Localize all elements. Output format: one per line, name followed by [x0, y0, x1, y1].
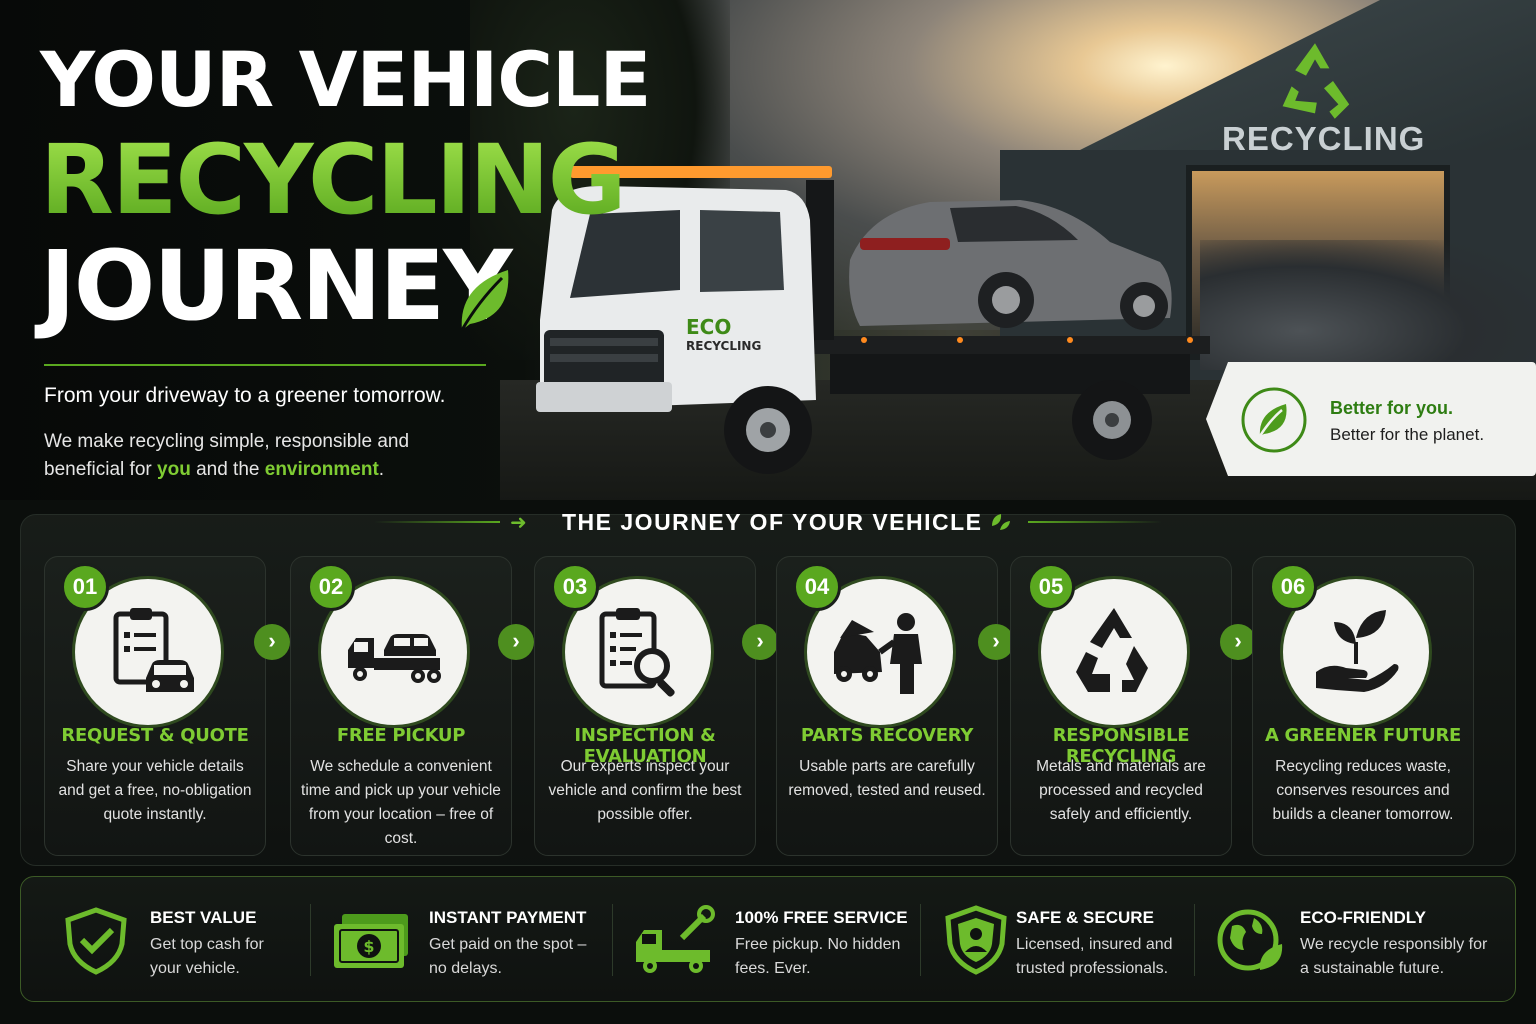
headline-line-1: YOUR VEHICLE [40, 35, 651, 124]
journey-step-6: 06 A GREENER FUTURE Recycling reduces wa… [1252, 556, 1474, 856]
svg-text:$: $ [363, 937, 374, 956]
main-headline: YOUR VEHICLE RECYCLING JOURNEY [40, 35, 651, 342]
benefit-safe-secure: SAFE & SECURE Licensed, insured and trus… [940, 876, 1190, 1002]
step-title: INSPECTION & EVALUATION [574, 725, 716, 767]
plant-hand-icon [1316, 610, 1399, 692]
benefit-eco-friendly: ECO-FRIENDLY We recycle responsibly for … [1214, 876, 1504, 1002]
headline-line-2: RECYCLING [40, 132, 650, 228]
recycle-icon [1282, 43, 1350, 119]
tow-truck-icon [348, 634, 441, 683]
better-line-2: Better for the planet. [1330, 425, 1485, 444]
highlight-you: you [157, 459, 191, 480]
benefit-title: INSTANT PAYMENT [429, 908, 587, 927]
step-description: Share your vehicle details and get a fre… [58, 758, 252, 823]
hero-banner: RECYCLING ECO RECYCLING YOUR VEHICLE REC… [0, 0, 1536, 500]
benefit-title: BEST VALUE [150, 908, 257, 927]
step-number: 06 [1269, 563, 1317, 611]
cash-icon: $ [334, 914, 408, 968]
step-number: 01 [61, 563, 109, 611]
benefit-title: SAFE & SECURE [1016, 908, 1154, 927]
journey-heading: ➜ THE JOURNEY OF YOUR VEHICLE [0, 506, 1536, 536]
benefit-title: ECO-FRIENDLY [1300, 908, 1426, 927]
journey-step-5: 05 RESPONSIBLE RECYCLING Metals and mate… [1010, 556, 1232, 856]
leaves-icon [992, 514, 1010, 530]
arrow-right-icon: ➜ [510, 512, 527, 534]
shield-check-icon [65, 907, 127, 975]
step-title: A GREENER FUTURE [1264, 725, 1462, 746]
benefit-text: Get top cash for your vehicle. [150, 936, 264, 977]
chevron-right-icon: › [742, 624, 778, 660]
step-description: We schedule a convenient time and pick u… [301, 758, 501, 847]
benefit-free-service: 100% FREE SERVICE Free pickup. No hidden… [634, 876, 914, 1002]
benefit-best-value: BEST VALUE Get top cash for your vehicle… [60, 876, 300, 1002]
tagline: From your driveway to a greener tomorrow… [44, 384, 446, 407]
mechanic-car-icon [834, 613, 922, 694]
better-badge: Better for you. Better for the planet. [1206, 362, 1536, 476]
step-title: PARTS RECOVERY [800, 725, 974, 746]
headline-divider [44, 364, 486, 366]
benefit-text: Licensed, insured and trusted profession… [1016, 936, 1173, 977]
warehouse-sign: RECYCLING [1222, 120, 1426, 157]
step-description: Usable parts are carefully removed, test… [788, 758, 986, 799]
step-description: Metals and materials are processed and r… [1036, 758, 1206, 823]
flatbed-tow-truck: ECO RECYCLING [536, 166, 1210, 474]
chevron-right-icon: › [254, 624, 290, 660]
leaf-icon [460, 270, 509, 331]
benefits-bar [20, 876, 1516, 1002]
step-description: Our experts inspect your vehicle and con… [548, 758, 742, 823]
step-title: RESPONSIBLE RECYCLING [1052, 725, 1190, 767]
intro-description: We make recycling simple, responsible an… [44, 431, 410, 480]
benefit-text: Free pickup. No hidden fees. Ever. [735, 936, 901, 977]
journey-step-4: 04 PARTS RECOVERY Usable parts are caref… [776, 556, 998, 856]
tow-service-icon [636, 905, 715, 973]
step-title: REQUEST & QUOTE [61, 725, 249, 746]
better-line-1: Better for you. [1330, 398, 1454, 418]
benefit-text: Get paid on the spot – no delays. [429, 936, 587, 977]
inspection-clipboard-icon [599, 608, 675, 697]
step-title: FREE PICKUP [336, 725, 466, 746]
benefit-instant-payment: $ INSTANT PAYMENT Get paid on the spot –… [332, 876, 602, 1002]
truck-logo-recycling: RECYCLING [686, 339, 761, 353]
recycle-icon [1076, 608, 1148, 692]
chevron-right-icon: › [1220, 624, 1256, 660]
benefit-text: We recycle responsibly for a sustainable… [1300, 936, 1488, 977]
benefit-title: 100% FREE SERVICE [735, 908, 908, 927]
leaf-circle-icon [1241, 387, 1307, 453]
step-description: Recycling reduces waste, conserves resou… [1272, 758, 1454, 823]
journey-step-2: 02 FREE PICKUP We schedule a convenient … [290, 556, 512, 856]
globe-leaf-icon [1217, 909, 1283, 971]
step-number: 05 [1027, 563, 1075, 611]
step-number: 03 [551, 563, 599, 611]
highlight-environment: environment [264, 459, 379, 480]
truck-logo-eco: ECO [686, 315, 731, 339]
chevron-right-icon: › [498, 624, 534, 660]
headline-line-3: JOURNEY [40, 230, 513, 342]
scrap-pile [1200, 240, 1536, 370]
step-number: 02 [307, 563, 355, 611]
journey-title: THE JOURNEY OF YOUR VEHICLE [562, 509, 983, 535]
journey-step-1: 01 REQUEST & QUOTE Share your vehicle de… [44, 556, 266, 856]
journey-step-3: 03 INSPECTION & EVALUATION Our experts i… [534, 556, 756, 856]
step-number: 04 [793, 563, 841, 611]
clipboard-car-icon [113, 608, 194, 692]
shield-person-icon [945, 905, 1007, 975]
chevron-right-icon: › [978, 624, 1014, 660]
